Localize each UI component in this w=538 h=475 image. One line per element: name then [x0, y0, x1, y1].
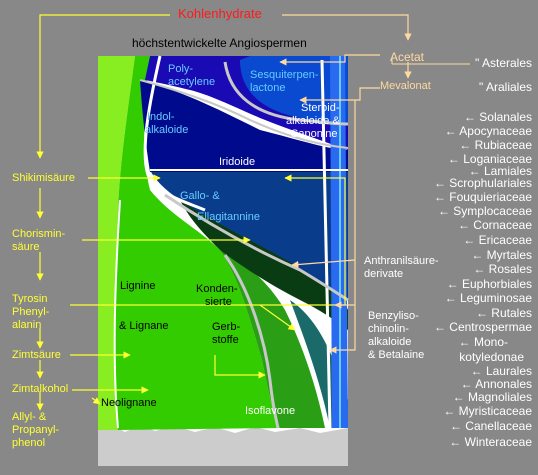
order-scrophulariales: ← Scrophulariales: [433, 176, 532, 190]
order-euphorbiales: ← Euphorbiales: [446, 277, 532, 291]
label-iridoide: Iridoide: [219, 156, 256, 168]
region-bright-green: [114, 56, 281, 430]
orange-arrows: [279, 14, 412, 354]
region-light-green: [98, 56, 135, 430]
label-gallo-2: Ellagitannine: [197, 211, 260, 223]
order-apocynaceae: ← Apocynaceae: [444, 124, 532, 138]
order-asterales: " Asterales: [475, 56, 532, 70]
order-magnoliales: ← Magnoliales: [452, 390, 532, 404]
label-tyrosin-1: Tyrosin: [12, 293, 48, 305]
label-tyrosin-2: Phenyl-: [12, 306, 50, 318]
label-shikimisaeure: Shikimisäure: [12, 172, 75, 184]
label-mevalonat: Mevalonat: [380, 80, 431, 92]
label-gerb-1: Gerb-: [212, 321, 241, 333]
order-monokotyledonae-2: kotyledonae: [459, 350, 524, 364]
separator-5: [223, 254, 280, 429]
label-gallo-1: Gallo- &: [180, 190, 220, 202]
yellow-arrows: [36, 14, 346, 411]
label-zimtalkohol: Zimtalkohol: [12, 383, 69, 395]
label-indol-2: alkaloide: [145, 124, 189, 136]
order-rubiaceae: ← Rubiaceae: [459, 138, 532, 152]
order-lamiales: ← Lamiales: [468, 164, 532, 178]
label-konden-1: Konden-: [196, 283, 238, 295]
order-laurales: ← Laurales: [470, 364, 532, 378]
label-allyl-1: Allyl- &: [12, 411, 47, 423]
top-label-kohlenhydrate: Kohlenhydrate: [178, 6, 262, 21]
order-leguminosae: ← Leguminosae: [444, 291, 532, 305]
separator-7: [223, 61, 349, 126]
label-allyl-2: Propanyl-: [12, 424, 60, 436]
label-zimtsaeure: Zimtsäure: [12, 349, 61, 361]
right-stripe-inner: [320, 59, 332, 429]
label-poly-2: acetylene: [168, 76, 216, 88]
order-monokotyledonae-1: ← Mono-: [458, 335, 508, 349]
order-solanales: ← Solanales: [463, 110, 532, 124]
label-sesqui-1: Sesquiterpen-: [250, 69, 319, 81]
label-gerb-2: stoffe: [212, 334, 239, 346]
label-benzyl-2: chinolin-: [368, 323, 409, 335]
label-steroid-2: alkaloide &: [286, 115, 340, 127]
label-lignine: Lignine: [120, 280, 156, 292]
order-araliales: " Araliales: [479, 80, 532, 94]
label-chorismin-2: säure: [12, 241, 40, 253]
label-anthranil-2: derivate: [364, 268, 404, 280]
order-fouquieriaceae: ← Fouquieriaceae: [433, 190, 532, 204]
label-neolignane: Neolignane: [101, 397, 157, 409]
order-loganiaceae: ← Loganiaceae: [447, 152, 532, 166]
label-benzyl-4: & Betalaine: [368, 349, 425, 361]
order-winteraceae: ← Winteraceae: [449, 435, 532, 449]
label-isoflavone: Isoflavone: [245, 405, 296, 417]
label-lignane: & Lignane: [119, 320, 169, 332]
label-steroid-1: Steroid-: [301, 102, 340, 114]
order-rosales: ← Rosales: [473, 262, 532, 276]
label-allyl-3: phenol: [12, 437, 46, 449]
diagram-header: höchstentwickelte Angiospermen: [132, 36, 307, 50]
label-anthranil-1: Anthranilsäure-: [364, 255, 439, 267]
label-chorismin-1: Chorismin-: [12, 228, 66, 240]
label-tyrosin-3: alanin: [12, 319, 42, 331]
label-sesqui-2: lactone: [250, 82, 286, 94]
bracket-right: [391, 58, 470, 65]
label-acetat: Acetat: [390, 50, 425, 64]
label-poly-1: Poly-: [168, 63, 194, 75]
separator-4: [164, 193, 349, 302]
order-symplocaceae: ← Symplocaceae: [437, 204, 532, 218]
label-benzyl-3: alkaloide: [368, 336, 412, 348]
order-annonales: ← Annonales: [460, 377, 532, 391]
order-centrospermae: ← Centrospermae: [433, 320, 532, 334]
separator-2: [139, 79, 349, 149]
label-steroid-3: Saponine: [291, 128, 338, 140]
order-ericaceae: ← Ericaceae: [463, 233, 532, 247]
order-rutales: ← Rutales: [475, 306, 532, 320]
label-indol-1: Indol-: [147, 111, 175, 123]
bottom-band: [98, 424, 348, 466]
order-cornaceae: ← Cornaceae: [457, 218, 532, 232]
order-canellaceae: ← Canellaceae: [449, 419, 532, 433]
region-dark-green: [180, 200, 348, 330]
order-myrtales: ← Myrtales: [471, 248, 532, 262]
separator-6: [113, 199, 121, 429]
label-konden-2: sierte: [205, 296, 232, 308]
separator-1: [143, 55, 206, 212]
region-navy: [140, 80, 348, 172]
order-myristicaceae: ← Myristicaceae: [443, 404, 532, 418]
label-benzyl-1: Benzyliso-: [368, 310, 419, 322]
